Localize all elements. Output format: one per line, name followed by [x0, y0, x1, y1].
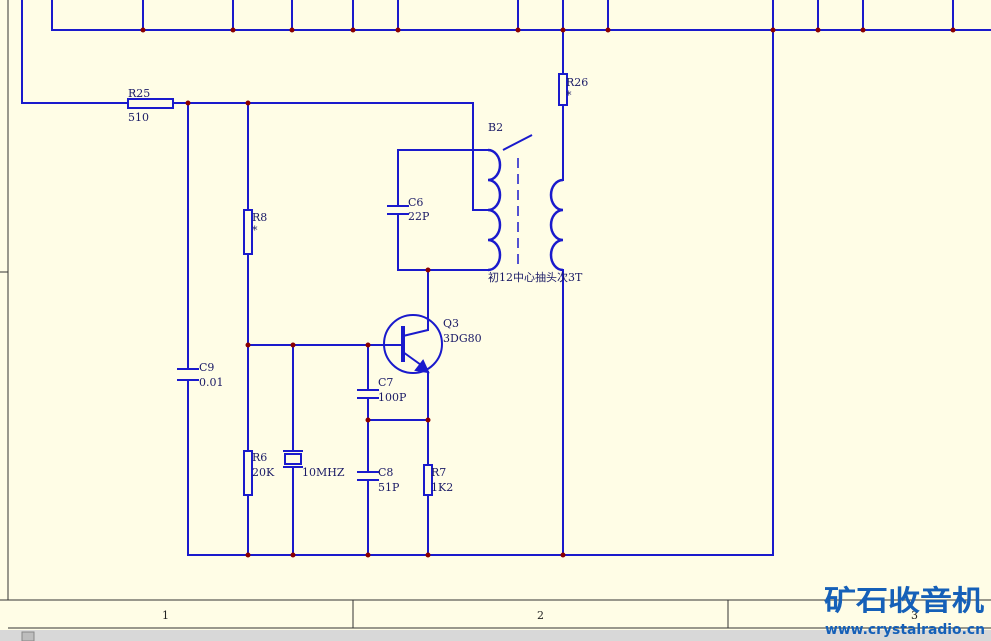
r7-value: 1K2: [431, 481, 453, 494]
resistor-r26: R26 *: [558, 73, 588, 106]
c7-ref: C7: [378, 376, 393, 389]
status-strip: [0, 630, 991, 641]
crystal-value: 10MHZ: [302, 466, 345, 479]
capacitor-c6: C6 22P: [387, 196, 430, 223]
r6-ref: R6: [252, 451, 267, 464]
b2-ref: B2: [488, 121, 503, 134]
c8-ref: C8: [378, 466, 393, 479]
zone-label-2: 2: [537, 609, 544, 622]
c9-value: 0.01: [199, 376, 224, 389]
c7-value: 100P: [378, 391, 407, 404]
crystal-10mhz: 10MHZ: [283, 450, 345, 479]
r8-ref: R8: [252, 211, 267, 224]
r26-value: *: [566, 89, 572, 102]
wires: [21, 0, 991, 556]
r6-value: 20K: [252, 466, 275, 479]
zone-label-1: 1: [162, 609, 169, 622]
resistor-r6: R6 20K: [243, 450, 275, 496]
watermark-url: www.crystalradio.cn: [825, 622, 985, 638]
c8-value: 51P: [378, 481, 400, 494]
scroll-handle[interactable]: [21, 631, 35, 641]
b2-note: 初12中心抽头次3T: [488, 270, 583, 284]
r7-ref: R7: [431, 466, 446, 479]
site-watermark: 矿石收音机 www.crystalradio.cn: [824, 584, 985, 638]
junction-dots: [140, 27, 956, 558]
c9-ref: C9: [199, 361, 214, 374]
capacitor-c7: C7 100P: [357, 376, 407, 404]
resistor-r8: R8 *: [243, 209, 267, 255]
watermark-title: 矿石收音机: [824, 584, 984, 617]
r8-value: *: [252, 224, 258, 237]
transformer-b2: B2 初12中心抽头次3T: [487, 121, 583, 284]
q3-value: 3DG80: [443, 332, 482, 345]
c6-ref: C6: [408, 196, 423, 209]
r26-ref: R26: [566, 76, 588, 89]
resistor-r25: R25 510: [127, 87, 174, 124]
capacitor-c8: C8 51P: [357, 466, 400, 494]
c6-value: 22P: [408, 210, 430, 223]
capacitor-c9: C9 0.01: [177, 361, 224, 389]
q3-ref: Q3: [443, 317, 459, 330]
resistor-r7: R7 1K2: [423, 464, 453, 496]
r25-ref: R25: [128, 87, 150, 100]
r25-value: 510: [128, 111, 149, 124]
transistor-q3: Q3 3DG80: [383, 314, 482, 374]
zone-label-3: 3: [911, 609, 918, 622]
